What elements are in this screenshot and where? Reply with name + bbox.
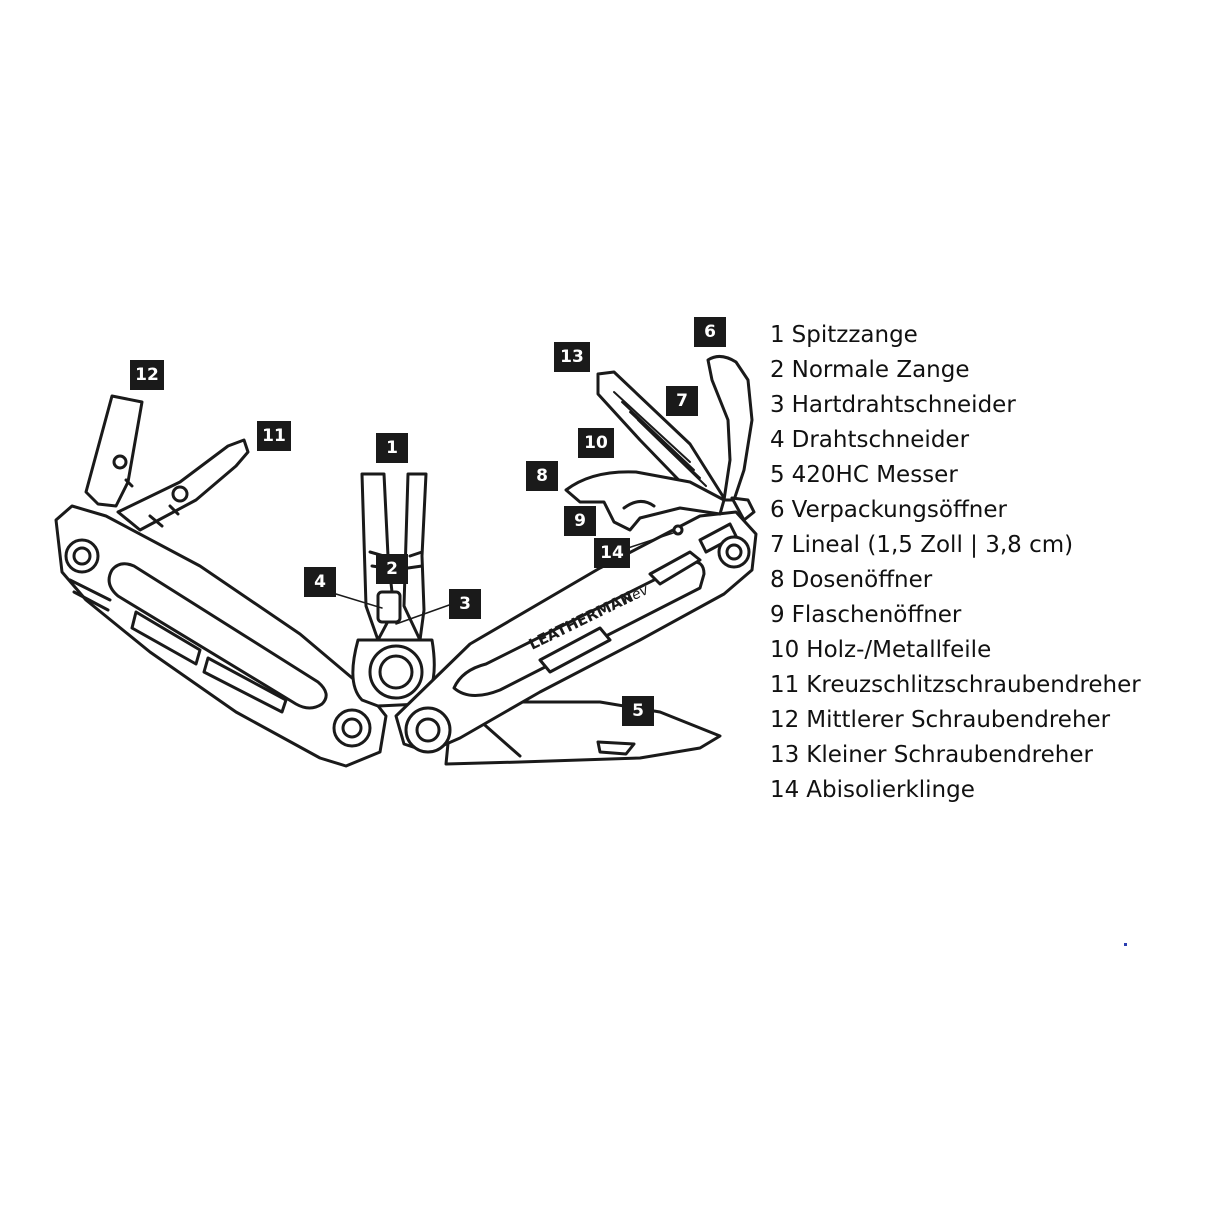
can-bottle-opener-drawing	[564, 470, 726, 536]
callout-badge-14: 14	[594, 538, 630, 568]
pliers-drawing	[351, 472, 436, 708]
stray-dot	[1124, 943, 1127, 946]
callout-badge-2: 2	[376, 554, 408, 584]
callout-badge-5: 5	[622, 696, 654, 726]
callout-badge-1: 1	[376, 433, 408, 463]
callout-badge-13: 13	[554, 342, 590, 372]
package-opener-drawing	[706, 355, 756, 522]
callout-badge-3: 3	[449, 589, 481, 619]
callout-badge-8: 8	[526, 461, 558, 491]
callout-badge-11: 11	[257, 421, 291, 451]
callout-badge-6: 6	[694, 317, 726, 347]
left-handle-drawing	[54, 504, 388, 768]
callout-badge-10: 10	[578, 428, 614, 458]
callout-badge-4: 4	[304, 567, 336, 597]
callout-badge-12: 12	[130, 360, 164, 390]
callout-badge-9: 9	[564, 506, 596, 536]
phillips-screwdriver-drawing	[116, 438, 250, 532]
medium-screwdriver-drawing	[84, 394, 144, 508]
callout-badge-7: 7	[666, 386, 698, 416]
